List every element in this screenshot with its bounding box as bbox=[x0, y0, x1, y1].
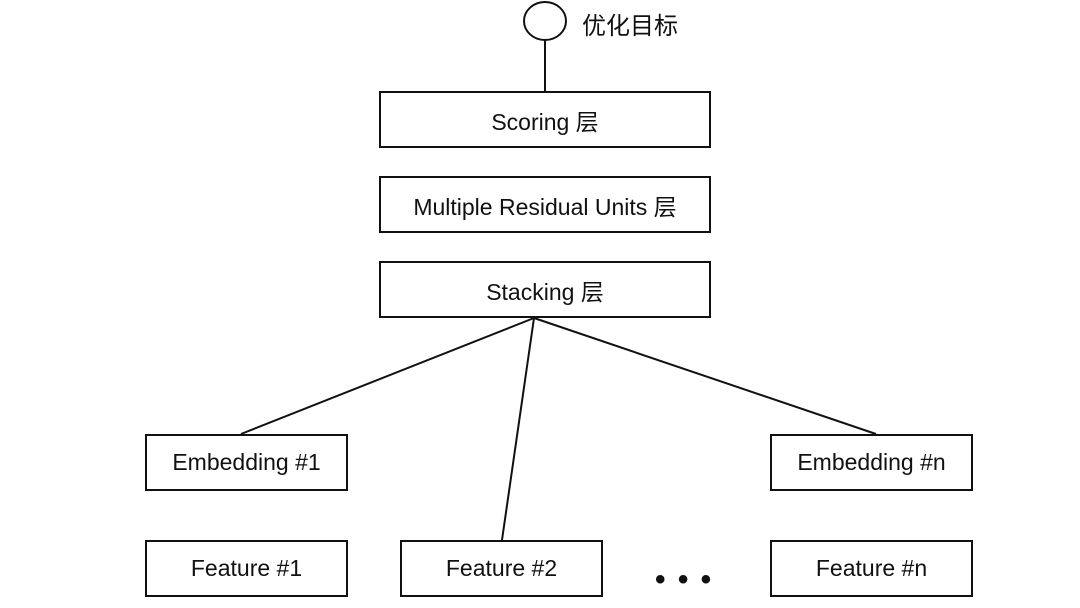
embedding-1-box: Embedding #1 bbox=[145, 434, 348, 491]
stacking-to-embedding-n-line bbox=[533, 317, 877, 435]
feature-1-box: Feature #1 bbox=[145, 540, 348, 597]
feature-2-box: Feature #2 bbox=[400, 540, 603, 597]
feature-n-box: Feature #n bbox=[770, 540, 973, 597]
ellipsis-dots: • • • bbox=[655, 563, 714, 596]
objective-node-circle bbox=[523, 1, 567, 41]
embedding-n-box: Embedding #n bbox=[770, 434, 973, 491]
stacking-layer-box: Stacking 层 bbox=[379, 261, 711, 318]
stacking-to-embedding-1-line bbox=[240, 317, 535, 435]
scoring-layer-box: Scoring 层 bbox=[379, 91, 711, 148]
residual-units-layer-box: Multiple Residual Units 层 bbox=[379, 176, 711, 233]
stacking-to-feature-2-line bbox=[501, 317, 535, 541]
objective-label: 优化目标 bbox=[582, 13, 678, 40]
